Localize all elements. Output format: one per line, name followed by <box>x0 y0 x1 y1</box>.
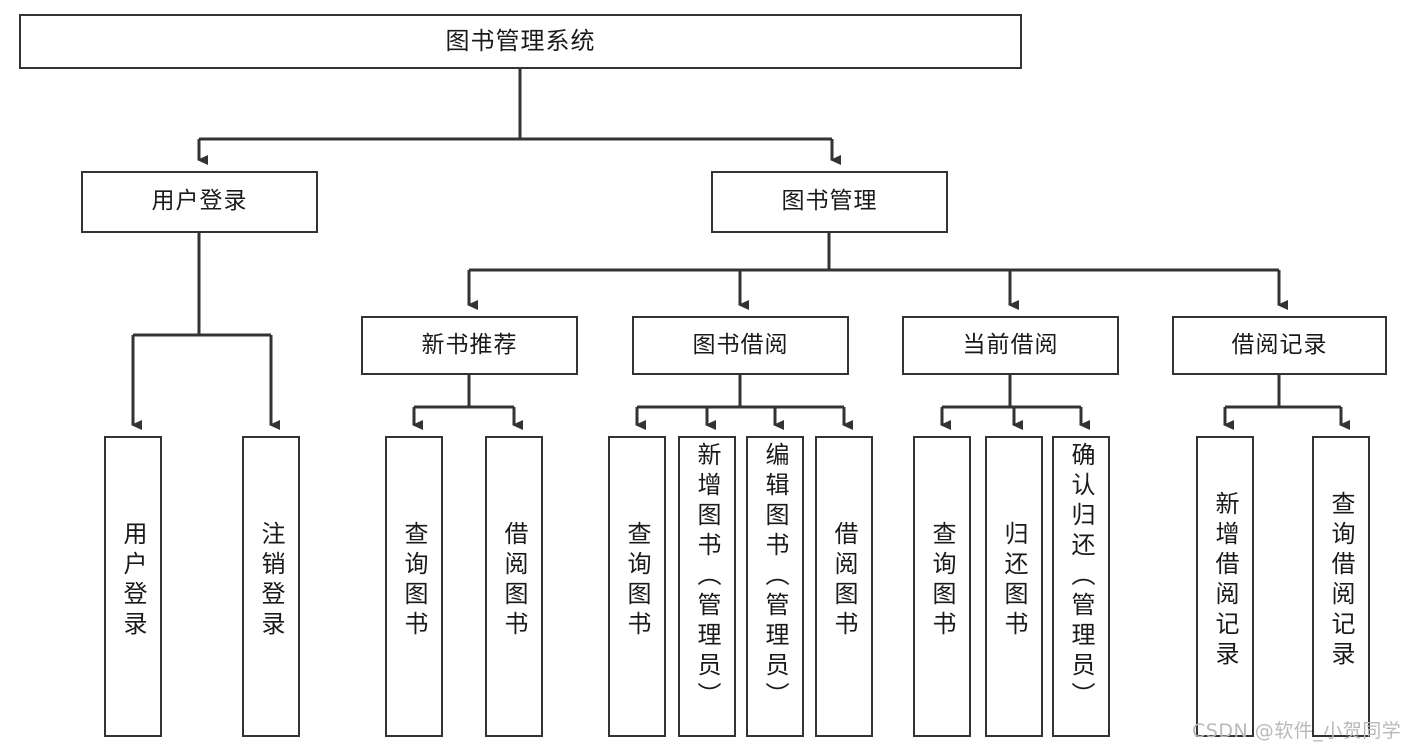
node-label: 查询图书 <box>928 520 956 641</box>
node-root-system[interactable]: 图书管理系统 <box>19 14 1022 69</box>
node-leaf-query-borrow-record[interactable]: 查询借阅记录 <box>1312 436 1370 737</box>
node-book-manage[interactable]: 图书管理 <box>711 171 948 233</box>
node-leaf-confirm-return[interactable]: 确认归还（管理员） <box>1052 436 1110 737</box>
node-book-borrow[interactable]: 图书借阅 <box>632 316 849 375</box>
node-label: 图书管理系统 <box>445 27 596 56</box>
node-leaf-edit-book[interactable]: 编辑图书（管理员） <box>746 436 804 737</box>
node-leaf-user-login[interactable]: 用户登录 <box>104 436 162 737</box>
node-leaf-user-logout[interactable]: 注销登录 <box>242 436 300 737</box>
node-current-borrow[interactable]: 当前借阅 <box>902 316 1119 375</box>
node-new-book-recommend[interactable]: 新书推荐 <box>361 316 578 375</box>
node-user-login[interactable]: 用户登录 <box>81 171 318 233</box>
node-label: 新增图书（管理员） <box>693 442 721 712</box>
node-leaf-query-book-recommend[interactable]: 查询图书 <box>385 436 443 737</box>
node-leaf-borrow-book-recommend[interactable]: 借阅图书 <box>485 436 543 737</box>
watermark-text: CSDN @软件_小贺同学 <box>1192 720 1402 742</box>
node-leaf-add-borrow-record[interactable]: 新增借阅记录 <box>1196 436 1254 737</box>
node-label: 确认归还（管理员） <box>1067 442 1095 712</box>
node-leaf-query-book-current[interactable]: 查询图书 <box>913 436 971 737</box>
node-borrow-record[interactable]: 借阅记录 <box>1172 316 1387 375</box>
node-leaf-add-book[interactable]: 新增图书（管理员） <box>678 436 736 737</box>
node-label: 借阅记录 <box>1231 331 1328 358</box>
node-label: 新增借阅记录 <box>1211 490 1239 671</box>
node-label: 编辑图书（管理员） <box>761 442 789 712</box>
node-label: 当前借阅 <box>962 331 1059 358</box>
node-label: 用户登录 <box>151 188 248 215</box>
node-label: 图书管理 <box>781 188 878 215</box>
node-leaf-query-book-borrow[interactable]: 查询图书 <box>608 436 666 737</box>
node-leaf-return-book[interactable]: 归还图书 <box>985 436 1043 737</box>
node-label: 新书推荐 <box>421 331 518 358</box>
node-label: 查询借阅记录 <box>1327 490 1355 671</box>
node-label: 借阅图书 <box>830 520 858 641</box>
node-leaf-borrow-book[interactable]: 借阅图书 <box>815 436 873 737</box>
node-label: 查询图书 <box>400 520 428 641</box>
node-label: 用户登录 <box>119 520 147 641</box>
node-label: 注销登录 <box>257 520 285 641</box>
node-label: 借阅图书 <box>500 520 528 641</box>
node-label: 查询图书 <box>623 520 651 641</box>
node-label: 归还图书 <box>1000 520 1028 641</box>
node-label: 图书借阅 <box>692 331 789 358</box>
